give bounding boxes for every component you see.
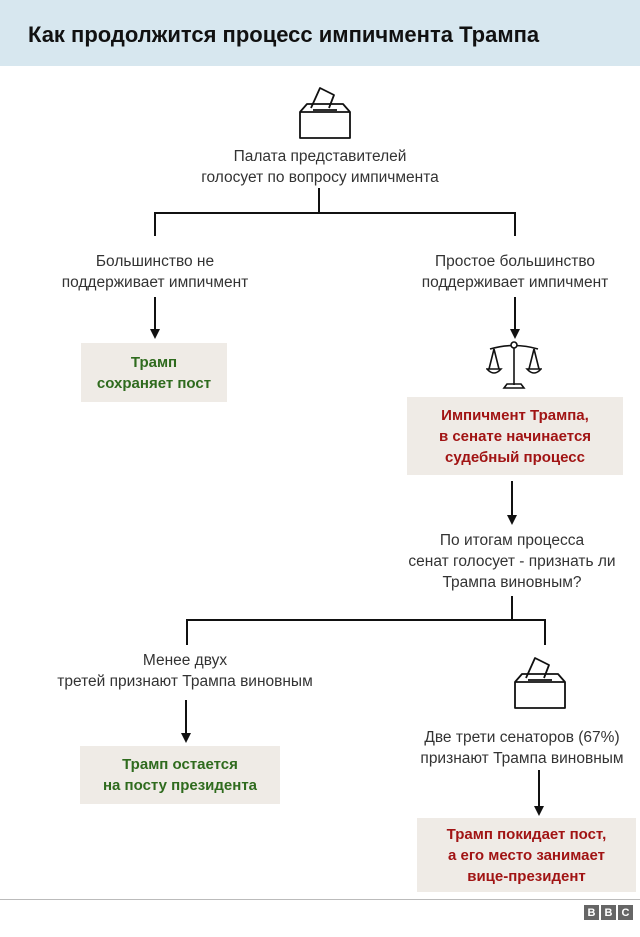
page-title: Как продолжится процесс импичмента Трамп… xyxy=(28,22,540,47)
logo-letter: B xyxy=(601,905,616,920)
simple-majority-for-text: Простое большинство поддерживает импичме… xyxy=(421,253,609,291)
impeachment-trial-box: Импичмент Трампа, в сенате начинается су… xyxy=(407,397,623,475)
trump-keeps-post-box: Трамп сохраняет пост xyxy=(81,343,227,402)
trump-leaves-box: Трамп покидает пост, а его место занимае… xyxy=(417,818,636,892)
senate-vote-text: По итогам процесса сенат голосует - приз… xyxy=(408,532,616,591)
logo-letter: B xyxy=(584,905,599,920)
less-than-two-thirds-text: Менее двух третей признают Трампа виновн… xyxy=(57,652,313,690)
logo-letter: C xyxy=(618,905,633,920)
header-banner: Как продолжится процесс импичмента Трамп… xyxy=(0,0,640,66)
bbc-logo: B B C xyxy=(584,905,633,920)
ballot-box-icon xyxy=(514,657,566,709)
trump-stays-president-box: Трамп остается на посту президента xyxy=(80,746,280,804)
ballot-box-icon xyxy=(299,87,351,139)
two-thirds-text: Две трети сенаторов (67%) признают Трамп… xyxy=(420,729,624,767)
majority-against-text: Большинство не поддерживает импичмент xyxy=(61,253,249,291)
house-vote-text: Палата представителей голосует по вопрос… xyxy=(201,148,439,186)
scales-icon xyxy=(486,341,542,389)
footer-divider xyxy=(0,899,640,900)
